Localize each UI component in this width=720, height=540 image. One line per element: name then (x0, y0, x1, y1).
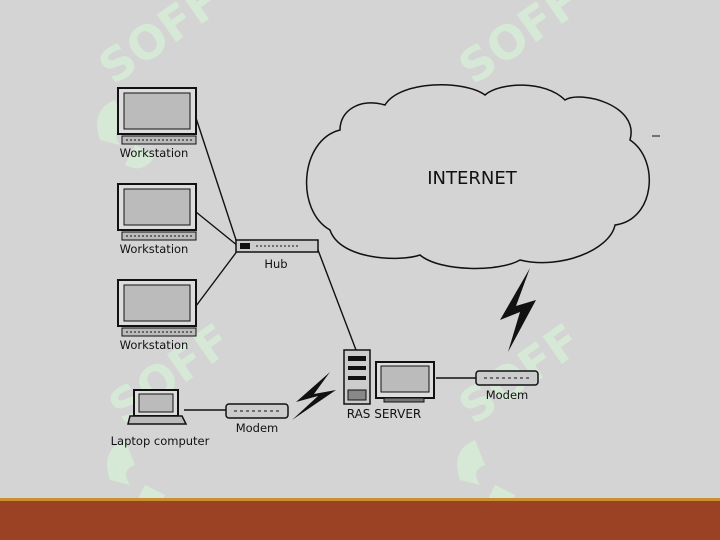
workstation-2: Workstation (117, 183, 197, 256)
hub-label: Hub (264, 257, 287, 271)
modem-label: Modem (486, 388, 529, 402)
internet-cloud: INTERNET (305, 84, 660, 270)
workstation-label: Workstation (120, 146, 189, 160)
modem-left: Modem (225, 403, 289, 435)
link-ws1-hub (195, 117, 239, 247)
connection-lines (184, 117, 476, 411)
server-label: RAS SERVER (347, 407, 422, 421)
laptop-label: Laptop computer (111, 434, 210, 448)
lightning-bolt-icon (500, 268, 536, 352)
cloud-shape (305, 84, 651, 270)
footer-bar (0, 501, 720, 540)
workstation-label: Workstation (120, 242, 189, 256)
laptop: Laptop computer (111, 389, 210, 448)
link-ws2-hub (195, 211, 239, 247)
hub: Hub (235, 239, 319, 271)
cloud-label: INTERNET (427, 168, 517, 189)
laptop-base-icon (127, 415, 188, 425)
workstation-1: Workstation (117, 87, 197, 160)
modem-icon (225, 403, 289, 419)
modem-label: Modem (236, 421, 279, 435)
ras-server: RAS SERVER (343, 349, 435, 421)
footer-accent-line (0, 498, 720, 501)
link-hub-server (317, 249, 357, 351)
modem-icon (475, 370, 539, 386)
workstation-3: Workstation (117, 279, 197, 352)
workstation-label: Workstation (120, 338, 189, 352)
lightning-bolt-icon (292, 372, 336, 420)
link-ws3-hub (195, 249, 239, 307)
modem-right: Modem (475, 370, 539, 402)
